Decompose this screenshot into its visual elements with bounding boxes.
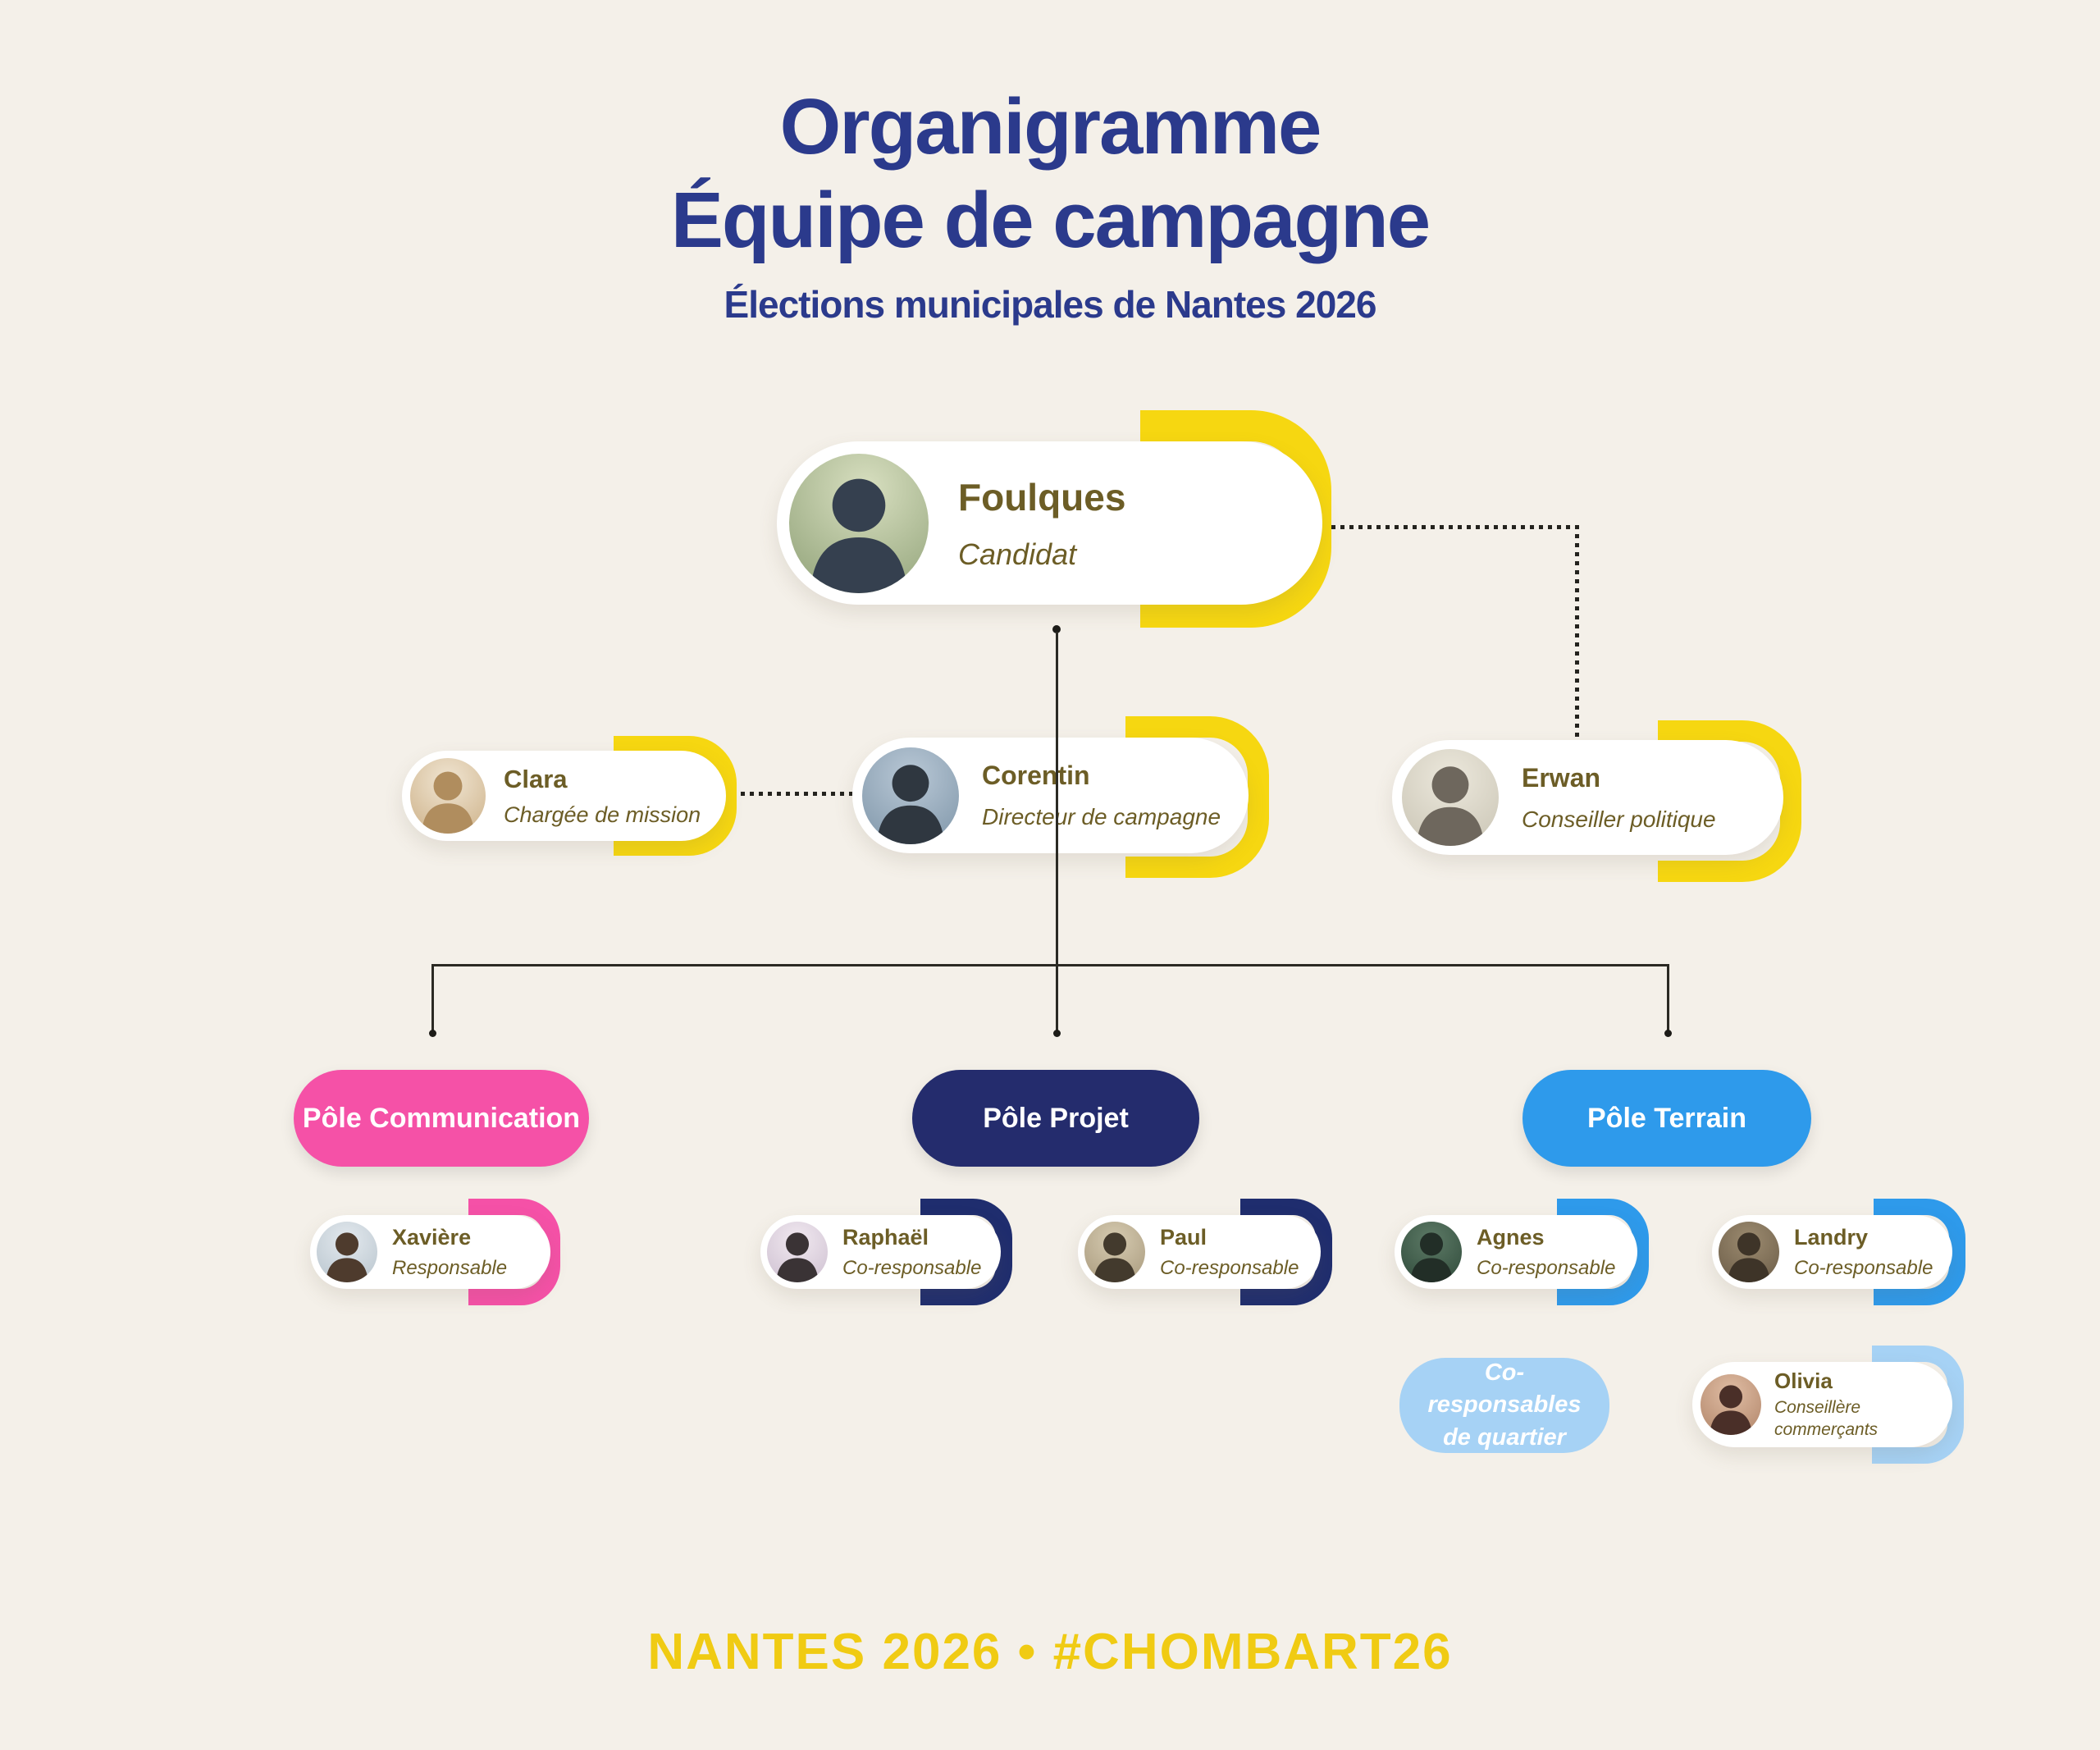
pole-label: Pôle Projet bbox=[983, 1102, 1129, 1134]
avatar-raphael bbox=[767, 1222, 828, 1282]
card-accent-bracket bbox=[614, 736, 737, 856]
connector-drop-terrain bbox=[1667, 964, 1669, 1033]
person-card-raphael: Raphaël Co-responsable bbox=[760, 1199, 1012, 1305]
person-name: Agnes bbox=[1477, 1224, 1545, 1250]
connector-drop-projet bbox=[1056, 964, 1058, 1033]
connector-bus-horizontal bbox=[432, 964, 1669, 966]
connector-foulques-erwan-horizontal bbox=[1331, 525, 1577, 529]
person-name: Foulques bbox=[958, 475, 1126, 519]
campaign-footer-slogan: NANTES 2026 • #CHOMBART26 bbox=[647, 1624, 1453, 1680]
avatar-paul bbox=[1084, 1222, 1145, 1282]
person-card-xaviere: Xavière Responsable bbox=[310, 1199, 560, 1305]
connector-clara-corentin bbox=[732, 792, 852, 796]
person-name: Raphaël bbox=[842, 1224, 929, 1250]
person-card-erwan: Erwan Conseiller politique bbox=[1392, 720, 1801, 882]
person-role: Candidat bbox=[958, 537, 1077, 571]
person-role: Responsable bbox=[392, 1256, 508, 1279]
person-card-corentin: Corentin Directeur de campagne bbox=[852, 716, 1269, 878]
card-accent-bracket bbox=[920, 1199, 1012, 1305]
connector-drop-communication bbox=[431, 964, 434, 1033]
page-subtitle: Élections municipales de Nantes 2026 bbox=[724, 283, 1377, 326]
connector-spine-vertical bbox=[1056, 632, 1058, 965]
person-role: Co-responsable bbox=[1477, 1256, 1616, 1279]
person-name: Clara bbox=[504, 764, 568, 793]
page-title-line2: Équipe de campagne bbox=[670, 176, 1431, 264]
card-accent-bracket bbox=[468, 1199, 560, 1305]
pole-badge-terrain: Pôle Terrain bbox=[1522, 1070, 1811, 1167]
connector-foulques-erwan-vertical bbox=[1575, 525, 1579, 742]
card-accent-bracket bbox=[1557, 1199, 1649, 1305]
person-card-agnes: Agnes Co-responsable bbox=[1395, 1199, 1649, 1305]
person-name: Erwan bbox=[1522, 762, 1601, 793]
person-role: Co-responsable bbox=[1160, 1256, 1299, 1279]
avatar-landry bbox=[1719, 1222, 1779, 1282]
person-role: Co-responsable bbox=[842, 1256, 982, 1279]
connector-end-dot-communication bbox=[429, 1030, 436, 1037]
avatar-corentin bbox=[862, 747, 959, 844]
page-title-line1: Organigramme bbox=[779, 83, 1322, 171]
connector-end-dot-terrain bbox=[1664, 1030, 1672, 1037]
connector-joint-dot-top bbox=[1052, 625, 1061, 633]
avatar-clara bbox=[410, 758, 486, 834]
card-accent-bracket bbox=[1240, 1199, 1332, 1305]
person-card-olivia: Olivia Conseillère commerçants bbox=[1692, 1346, 1964, 1464]
avatar-erwan bbox=[1402, 749, 1499, 846]
card-accent-bracket bbox=[1872, 1346, 1964, 1464]
person-name: Corentin bbox=[982, 761, 1090, 790]
card-accent-bracket bbox=[1874, 1199, 1965, 1305]
connector-end-dot-projet bbox=[1053, 1030, 1061, 1037]
avatar-xaviere bbox=[317, 1222, 377, 1282]
pole-badge-projet: Pôle Projet bbox=[912, 1070, 1199, 1167]
person-role: Conseiller politique bbox=[1522, 806, 1716, 832]
quartier-chip: Co-responsables de quartier bbox=[1399, 1358, 1609, 1453]
pole-label: Pôle Communication bbox=[302, 1102, 581, 1134]
pole-label: Pôle Terrain bbox=[1587, 1102, 1746, 1134]
person-role: Conseillère commerçants bbox=[1774, 1398, 1879, 1439]
avatar-olivia bbox=[1701, 1374, 1761, 1435]
person-card-paul: Paul Co-responsable bbox=[1078, 1199, 1332, 1305]
person-role: Co-responsable bbox=[1794, 1256, 1933, 1279]
pole-badge-communication: Pôle Communication bbox=[294, 1070, 589, 1167]
quartier-chip-label: Co-responsables de quartier bbox=[1427, 1359, 1582, 1451]
person-name: Landry bbox=[1794, 1224, 1869, 1250]
person-card-foulques: Foulques Candidat bbox=[777, 410, 1331, 628]
person-name: Paul bbox=[1160, 1224, 1208, 1250]
person-card-landry: Landry Co-responsable bbox=[1712, 1199, 1965, 1305]
avatar-agnes bbox=[1401, 1222, 1462, 1282]
person-name: Olivia bbox=[1774, 1368, 1833, 1394]
person-card-clara: Clara Chargée de mission bbox=[402, 736, 737, 856]
person-name: Xavière bbox=[392, 1224, 472, 1250]
avatar-foulques bbox=[789, 453, 929, 593]
person-role: Directeur de campagne bbox=[982, 804, 1221, 829]
person-role: Chargée de mission bbox=[504, 802, 701, 827]
card-accent-bracket bbox=[1658, 720, 1801, 882]
